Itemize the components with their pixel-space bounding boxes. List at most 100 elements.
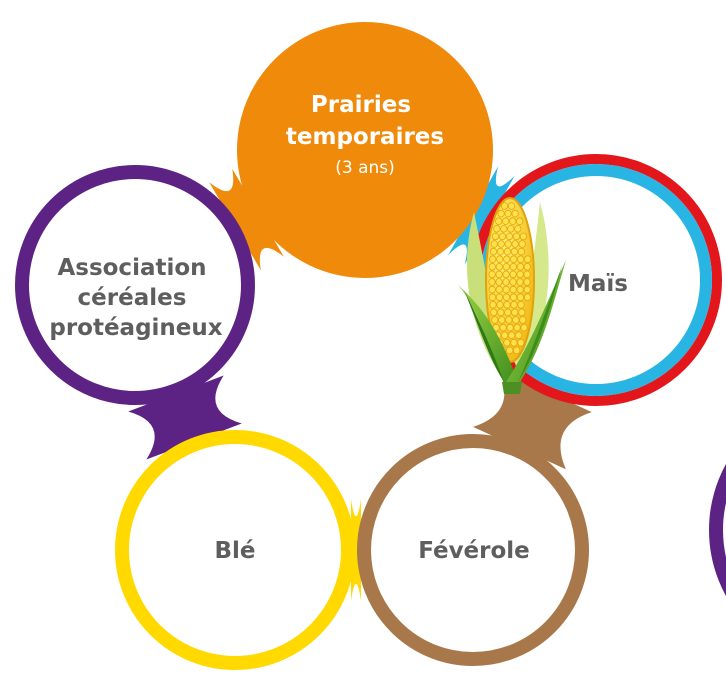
corn-kernel	[503, 247, 511, 256]
corn-kernel	[516, 270, 524, 279]
corn-kernel	[519, 232, 527, 241]
corn-kernel	[503, 300, 511, 309]
corn-kernel	[498, 232, 506, 241]
corn-kernels	[488, 202, 532, 355]
corn-kernel	[490, 240, 498, 248]
corn-kernel	[509, 262, 517, 271]
connector-prairies-association	[209, 168, 284, 271]
corn-kernel	[502, 270, 510, 279]
corn-kernel	[495, 293, 504, 301]
corn-kernel	[523, 262, 531, 271]
corn-kernel	[517, 300, 525, 309]
corn-kernel	[489, 247, 497, 256]
corn-kernel	[500, 202, 509, 210]
corn-kernel	[523, 278, 531, 286]
corn-kernel	[514, 225, 522, 233]
corn-kernel	[502, 262, 510, 271]
stage-association-label-line: céréales	[78, 285, 187, 311]
corn-kernel	[509, 278, 517, 286]
corn-kernel	[502, 217, 510, 225]
corn-kernel	[509, 270, 517, 279]
corn-kernel	[513, 346, 521, 355]
corn-kernel	[488, 270, 496, 279]
corn-kernel	[496, 247, 504, 256]
corn-kernel	[496, 300, 504, 309]
corn-cob-icon	[458, 197, 566, 394]
corn-kernel	[505, 232, 513, 241]
connector-prairies-mais	[448, 166, 515, 265]
corn-kernel	[510, 338, 518, 347]
corn-kernel	[512, 316, 520, 324]
corn-kernel	[511, 209, 519, 218]
corn-kernel	[511, 308, 519, 317]
corn-kernel	[490, 308, 498, 317]
corn-kernel	[523, 293, 532, 301]
corn-kernel	[523, 285, 531, 294]
corn-kernel	[524, 255, 532, 263]
corn-kernel	[517, 247, 525, 256]
corn-kernel	[509, 217, 517, 225]
corn-kernel	[499, 323, 507, 332]
corn-kernel	[495, 285, 503, 294]
corn-kernel	[488, 285, 496, 294]
corn-kernel	[509, 285, 517, 294]
corn-kernel	[516, 217, 524, 225]
corn-kernel	[507, 202, 516, 210]
connector-ble-association	[128, 375, 242, 460]
stage-feverole-circle	[357, 434, 589, 666]
stage-prairies-label-line: Prairies	[311, 92, 411, 118]
stage-association-circle	[15, 165, 255, 405]
corn-kernel	[516, 285, 524, 294]
corn-kernel	[488, 262, 496, 271]
corn-kernel	[510, 300, 518, 309]
stage-ble-circle	[115, 430, 355, 670]
stage-association-label-line: Association	[57, 255, 206, 281]
corn-kernel	[513, 323, 521, 332]
corn-kernel	[495, 262, 503, 271]
corn-kernel	[493, 225, 501, 233]
corn-kernel	[508, 331, 516, 339]
stage-ble-label: Blé	[214, 538, 255, 564]
corn-kernel	[495, 217, 503, 225]
corn-kernel	[516, 262, 524, 271]
stage-mais-label: Maïs	[568, 271, 628, 297]
corn-kernel	[517, 255, 525, 263]
corn-kernel	[515, 331, 523, 339]
corn-kernel	[507, 225, 515, 233]
corn-kernel	[510, 255, 518, 263]
corn-kernel	[491, 316, 499, 324]
corn-kernel	[495, 270, 503, 279]
corn-kernel	[488, 293, 497, 301]
corn-kernel	[518, 240, 526, 248]
stage-prairies-circle	[237, 22, 493, 278]
corn-kernel	[497, 240, 505, 248]
corn-kernel	[520, 323, 528, 332]
connector-mais-feverole	[473, 369, 592, 470]
stage-association-label-line: protéagineux	[49, 315, 222, 341]
corn-kernel	[502, 278, 510, 286]
corn-kernel	[516, 293, 525, 301]
corn-kernel	[495, 278, 503, 286]
corn-kernel	[488, 278, 496, 286]
corn-kernel	[498, 316, 506, 324]
stage-prairies-label-line: temporaires	[286, 124, 444, 150]
corn-kernel	[497, 209, 505, 218]
stage-feverole: Févérole	[357, 434, 589, 666]
corn-kernel	[506, 346, 514, 355]
corn-kernel	[502, 285, 510, 294]
corn-kernel	[503, 255, 511, 263]
corn-kernel	[489, 300, 497, 309]
stage-feverole-label: Févérole	[418, 538, 530, 564]
stage-prairies-label: Prairies temporaires	[286, 92, 444, 150]
stage-prairies-duration: (3 ans)	[335, 158, 395, 178]
corn-kernel	[519, 316, 527, 324]
corn-kernel	[497, 308, 505, 317]
corn-kernel	[504, 240, 512, 248]
stage-association: Association céréales protéagineux	[15, 165, 255, 405]
corn-kernel	[505, 316, 513, 324]
corn-kernel	[501, 331, 509, 339]
corn-kernel	[491, 232, 499, 241]
corn-kernel	[516, 278, 524, 286]
offscreen-stage-circle	[709, 463, 726, 597]
